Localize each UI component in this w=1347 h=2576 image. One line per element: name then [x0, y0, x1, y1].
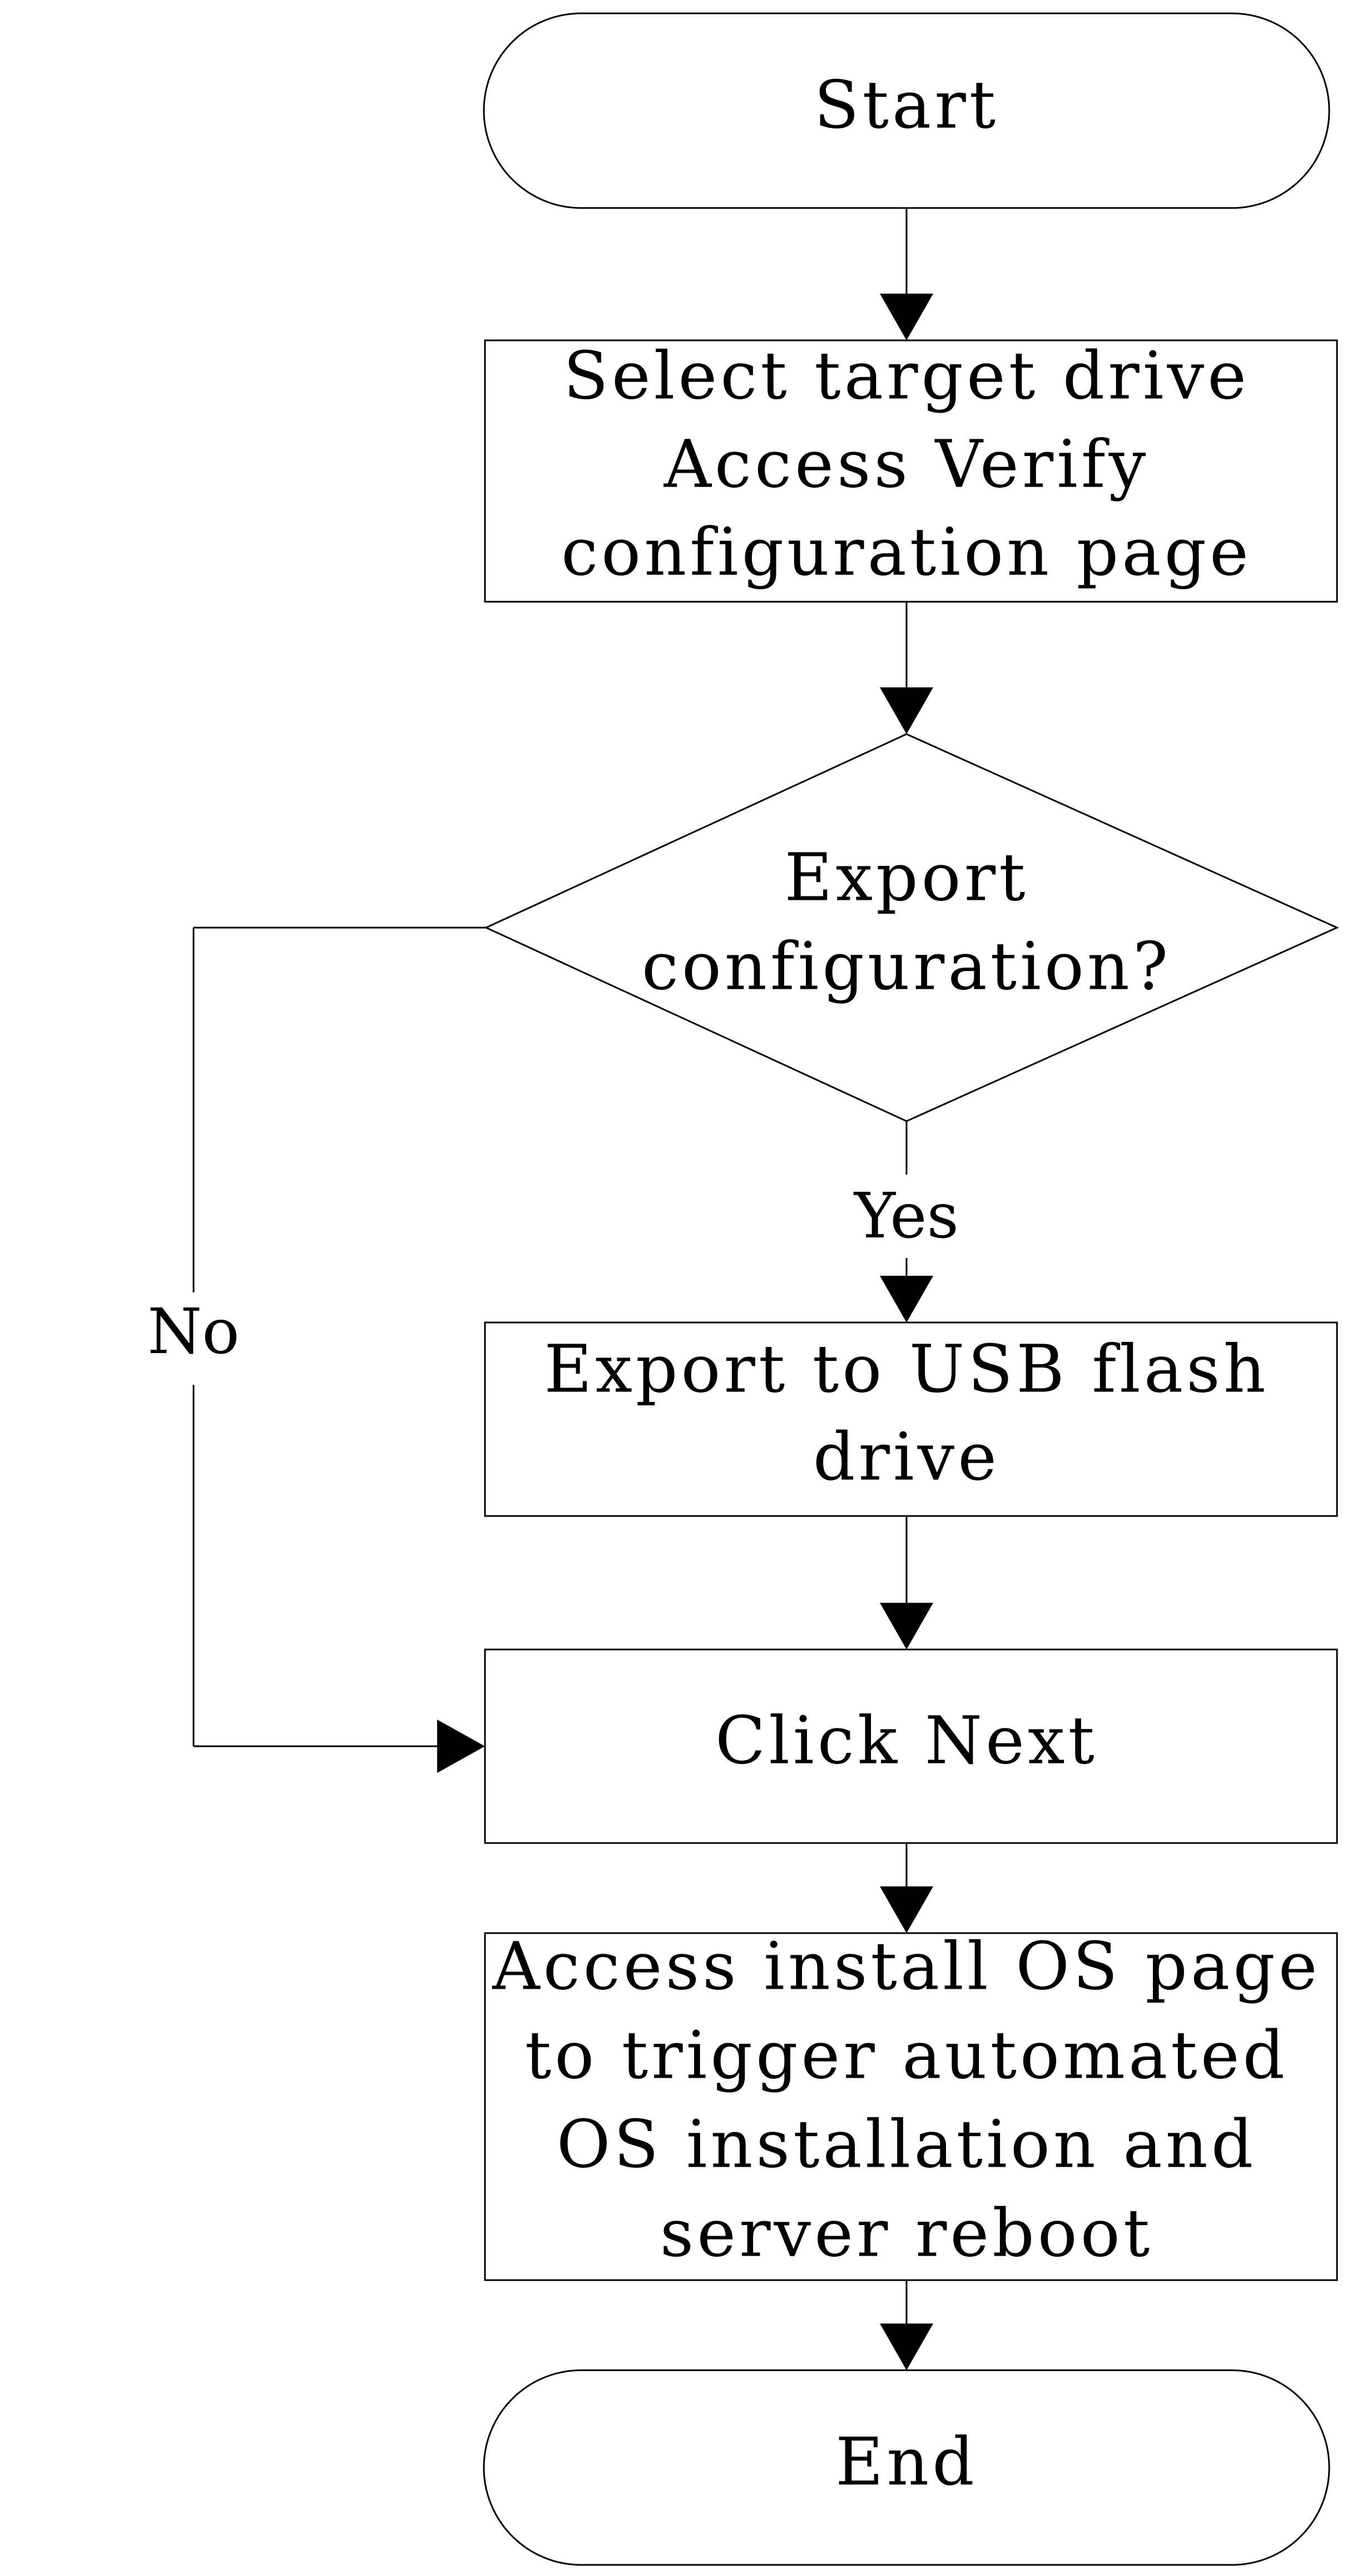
click-next-label: Click Next — [715, 1702, 1098, 1779]
export-usb-line-2: drive — [813, 1419, 1000, 1495]
arrow-start-to-select — [880, 208, 933, 340]
export-decision-node: Export configuration? — [484, 733, 1339, 1122]
arrow-install-to-end — [880, 2280, 933, 2370]
decision-line-1: Export — [784, 839, 1028, 916]
select-drive-node: Select target drive Access Verify config… — [484, 338, 1338, 603]
yes-branch: Yes — [853, 1121, 959, 1322]
install-os-line-1: Access install OS page — [492, 1928, 1320, 2005]
start-node: Start — [483, 12, 1330, 209]
install-os-node: Access install OS page to trigger automa… — [484, 1928, 1338, 2281]
end-label: End — [835, 2424, 978, 2500]
install-os-line-2: to trigger automated — [525, 2017, 1288, 2094]
end-node: End — [483, 2369, 1330, 2566]
no-branch: No — [147, 927, 486, 1773]
click-next-node: Click Next — [484, 1648, 1338, 1844]
export-usb-line-1: Export to USB flash — [544, 1331, 1269, 1408]
no-label: No — [147, 1296, 239, 1368]
start-label: Start — [814, 67, 999, 143]
arrow-next-to-install — [880, 1843, 933, 1933]
select-drive-line-1: Select target drive — [563, 338, 1250, 414]
install-os-line-4: server reboot — [660, 2195, 1153, 2272]
install-os-line-3: OS installation and — [557, 2106, 1257, 2183]
yes-label: Yes — [853, 1180, 959, 1252]
arrow-export-to-next — [880, 1516, 933, 1649]
decision-line-2: configuration? — [642, 928, 1171, 1005]
select-drive-line-2: Access Verify — [663, 426, 1150, 503]
select-drive-line-3: configuration page — [561, 514, 1252, 591]
export-usb-node: Export to USB flash drive — [484, 1321, 1338, 1517]
arrow-select-to-decision — [880, 602, 933, 734]
